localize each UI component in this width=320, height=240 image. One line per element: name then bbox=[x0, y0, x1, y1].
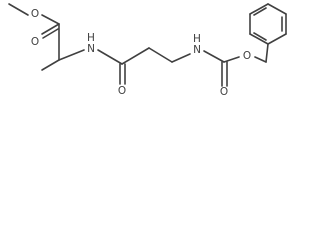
bond-alpha-n bbox=[58, 49, 85, 61]
ring-inner-bond-2 bbox=[253, 7, 267, 16]
ester-carbonyl-oxygen-label: O bbox=[31, 36, 39, 48]
ring-bond-1 bbox=[267, 33, 287, 45]
bond-o-benzyl-ch2 bbox=[254, 56, 267, 63]
bond-alpha-methyl bbox=[41, 59, 60, 71]
bond-amide-ch2 bbox=[121, 47, 150, 65]
bond-n-amide-carbon bbox=[97, 49, 123, 65]
bond-ch2-n bbox=[171, 53, 191, 63]
bond-ch2-ch2 bbox=[148, 47, 173, 63]
ring-bond-4 bbox=[249, 3, 269, 15]
bonds bbox=[8, 3, 287, 87]
carbamate-carbonyl-oxygen-label: O bbox=[220, 86, 228, 98]
ring-bond-6 bbox=[249, 33, 269, 45]
structure-diagram: O O N H O N H O O bbox=[8, 3, 287, 98]
amide-nitrogen-label: N bbox=[87, 43, 95, 55]
amide-carbonyl-oxygen-label: O bbox=[118, 85, 126, 97]
ring-inner-bond-3 bbox=[253, 32, 267, 41]
ester-oxygen-label: O bbox=[31, 8, 39, 20]
carbamate-ester-oxygen-label: O bbox=[243, 50, 251, 62]
carbamate-hydrogen-label: H bbox=[193, 33, 201, 45]
bond-methyl-o bbox=[8, 3, 29, 16]
amide-hydrogen-label: H bbox=[87, 32, 95, 44]
bond-o-carbonyl bbox=[41, 14, 60, 25]
bond-n-carbamate-carbon bbox=[203, 50, 225, 63]
bond-ch2-ring bbox=[265, 43, 269, 63]
ring-bond-3 bbox=[267, 3, 287, 15]
bond-carbonyl-o-double-b bbox=[42, 28, 59, 39]
bond-carbonyl-o-double-a bbox=[41, 23, 60, 35]
bond-carbamate-o bbox=[223, 56, 240, 63]
atom-labels: O O N H O N H O O bbox=[31, 8, 251, 98]
carbamate-nitrogen-label: N bbox=[193, 44, 201, 56]
